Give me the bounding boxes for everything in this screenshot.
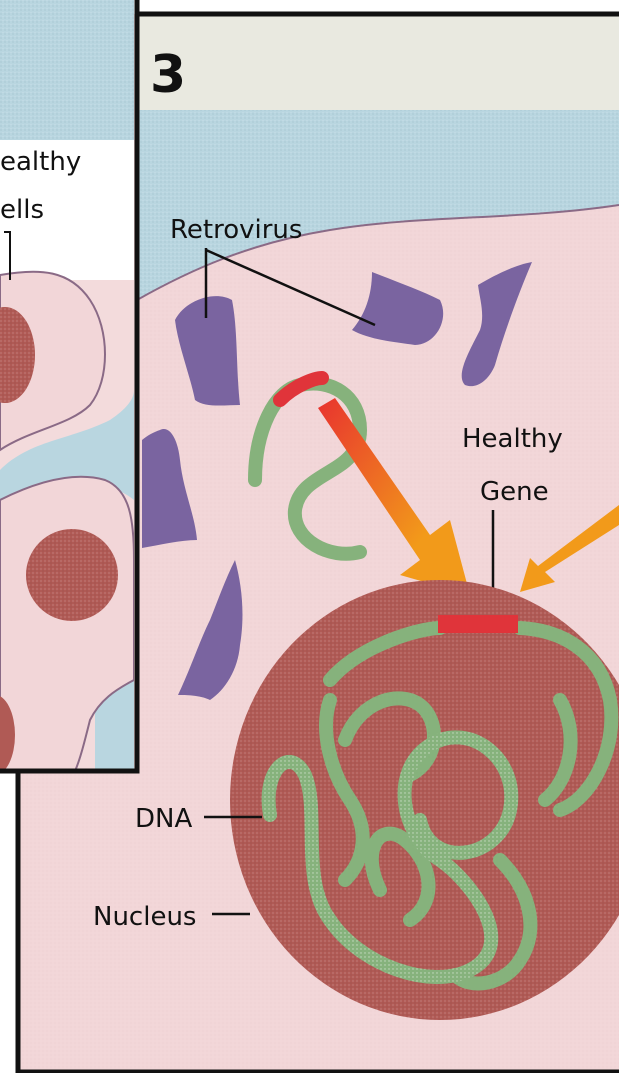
header-band — [137, 14, 619, 124]
label-dna: DNA — [135, 804, 192, 834]
label-nucleus: Nucleus — [93, 902, 196, 932]
left-panel: ealthy ells — [0, 0, 137, 775]
panel-number: 3 — [150, 45, 186, 105]
label-retrovirus: Retrovirus — [170, 215, 302, 245]
left-label-line1: ealthy — [0, 147, 81, 177]
inserted-healthy-gene — [438, 615, 518, 633]
label-healthy-gene-line1: Healthy — [462, 424, 563, 454]
label-healthy-gene-line2: Gene — [480, 477, 549, 507]
left-label-line2: ells — [0, 195, 44, 225]
